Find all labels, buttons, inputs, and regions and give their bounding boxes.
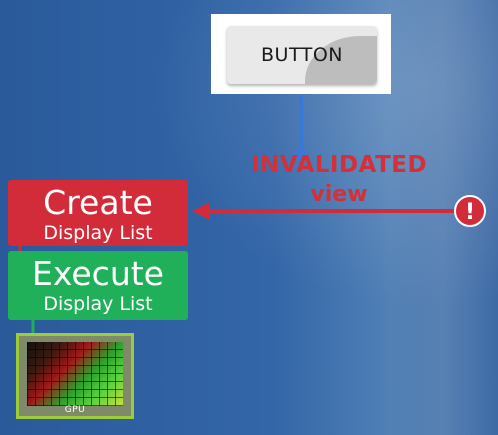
invalidated-view-label: INVALIDATED view: [233, 150, 445, 210]
button-label: BUTTON: [261, 44, 343, 66]
execute-display-list-box: Execute Display List: [8, 251, 188, 320]
create-subtitle: Display List: [43, 222, 153, 244]
connector-node: [296, 150, 306, 160]
execute-subtitle: Display List: [43, 293, 153, 315]
button-preview-frame: BUTTON: [211, 14, 391, 94]
alert-icon-symbol: !: [465, 200, 475, 225]
invalidated-to-create-arrowhead: [192, 202, 210, 220]
execute-title: Execute: [32, 254, 164, 293]
invalidated-text: INVALIDATED: [250, 152, 428, 178]
gpu-chip-icon: GPU: [16, 333, 134, 419]
create-title: Create: [43, 183, 153, 222]
alert-icon: [454, 195, 486, 227]
create-display-list-box: Create Display List: [8, 180, 188, 246]
gpu-render-grid: [27, 342, 123, 406]
gpu-label: GPU: [64, 405, 86, 415]
button-widget[interactable]: BUTTON: [227, 26, 377, 84]
view-text: view: [310, 182, 368, 207]
